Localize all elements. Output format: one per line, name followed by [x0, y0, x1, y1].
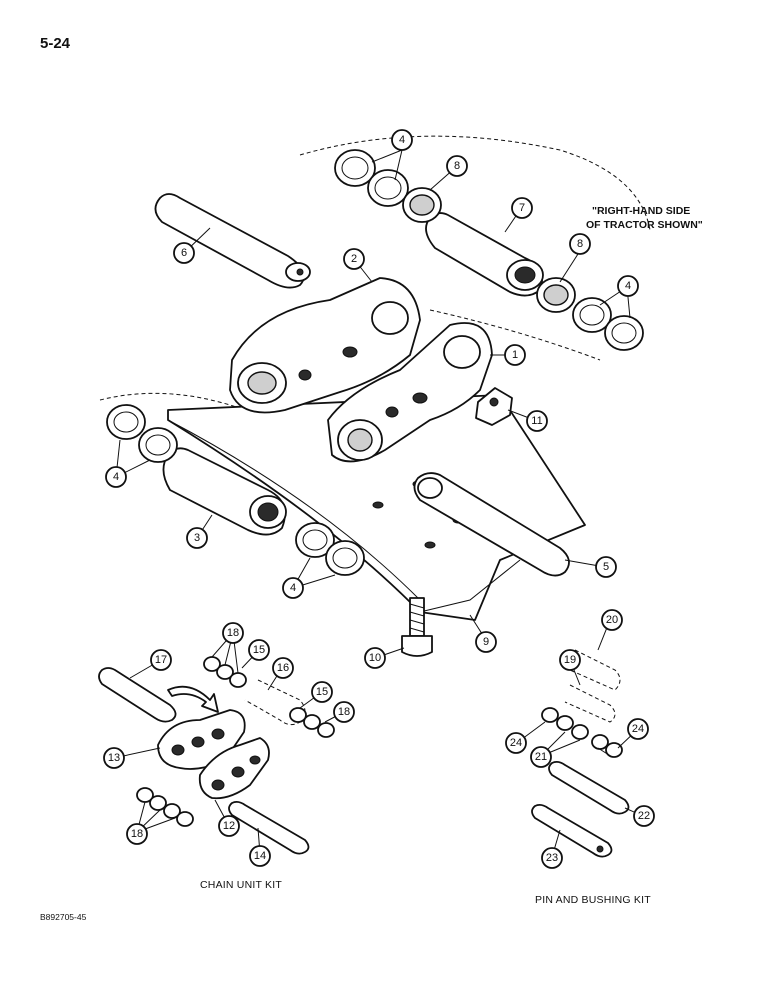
svg-text:19: 19	[564, 654, 576, 666]
svg-text:15: 15	[316, 686, 328, 698]
callout-15-upper: 15	[248, 639, 270, 661]
callout-2: 2	[343, 248, 365, 270]
svg-text:16: 16	[277, 662, 289, 674]
callout-22: 22	[633, 805, 655, 827]
kit-seals-right	[289, 707, 335, 738]
svg-text:17: 17	[155, 654, 167, 666]
callout-5: 5	[595, 556, 617, 578]
seal-ring-set-right	[536, 277, 644, 351]
callout-18-upper: 18	[222, 622, 244, 644]
nut-11	[475, 387, 513, 426]
svg-text:4: 4	[399, 134, 405, 146]
callout-9: 9	[475, 631, 497, 653]
kit-pin-17	[98, 667, 177, 723]
svg-text:11: 11	[531, 415, 542, 427]
callout-4-right: 4	[617, 275, 639, 297]
callout-7: 7	[511, 197, 533, 219]
callout-16: 16	[272, 657, 294, 679]
kit-link-12	[198, 737, 270, 800]
callout-1: 1	[504, 344, 526, 366]
callout-bubbles: 4 8 7 8 4 6 2 1 11 4 3 4 5 9 10 20 19 17…	[103, 129, 655, 869]
svg-text:8: 8	[454, 160, 460, 172]
kit-pin-14	[228, 800, 310, 855]
callout-24-left: 24	[505, 732, 527, 754]
assembly-arrow	[167, 685, 219, 713]
kit-seals-upper	[203, 656, 247, 688]
callout-3: 3	[186, 527, 208, 549]
callout-6: 6	[173, 242, 195, 264]
svg-text:10: 10	[369, 652, 381, 664]
svg-text:18: 18	[338, 706, 350, 718]
callout-14: 14	[249, 845, 271, 867]
callout-15-right: 15	[311, 681, 333, 703]
svg-text:4: 4	[625, 280, 631, 292]
svg-text:5: 5	[603, 561, 609, 573]
track-pin-5	[413, 472, 570, 577]
svg-text:4: 4	[290, 582, 296, 594]
callout-18-right: 18	[333, 701, 355, 723]
kit-seals-21-24	[541, 707, 623, 758]
track-pin-6	[154, 193, 311, 289]
svg-text:13: 13	[108, 752, 120, 764]
callout-8-top: 8	[446, 155, 468, 177]
svg-text:6: 6	[181, 247, 187, 259]
svg-text:2: 2	[351, 253, 357, 265]
svg-text:22: 22	[638, 810, 650, 822]
callout-10: 10	[364, 647, 386, 669]
kit-bushing-20-outline	[569, 649, 621, 691]
track-link-2	[229, 277, 421, 414]
callout-17: 17	[150, 649, 172, 671]
chain-unit-kit-caption: CHAIN UNIT KIT	[200, 879, 282, 891]
callout-18-lower: 18	[126, 823, 148, 845]
svg-text:18: 18	[131, 828, 143, 840]
svg-text:23: 23	[546, 852, 558, 864]
svg-text:12: 12	[223, 820, 235, 832]
svg-text:24: 24	[632, 723, 644, 735]
callout-4-top: 4	[391, 129, 413, 151]
note-line-2: OF TRACTOR SHOWN"	[586, 219, 703, 231]
bolt-10	[401, 597, 433, 657]
kit-bushing-19-outline	[564, 684, 616, 723]
callout-4-left: 4	[105, 466, 127, 488]
page-number: 5-24	[40, 35, 71, 52]
seal-ring-set-left	[106, 404, 178, 463]
assembly-outline-upper	[299, 135, 651, 231]
kit-seals-lower	[136, 787, 194, 827]
drawing-code: B892705-45	[40, 912, 87, 922]
svg-text:8: 8	[577, 238, 583, 250]
svg-text:14: 14	[254, 850, 266, 862]
callout-23: 23	[541, 847, 563, 869]
svg-text:3: 3	[194, 532, 200, 544]
callout-20: 20	[601, 609, 623, 631]
seal-ring-set-upper-left	[334, 149, 442, 223]
svg-text:20: 20	[606, 614, 618, 626]
kit-pin-23	[531, 803, 613, 858]
svg-text:18: 18	[227, 627, 239, 639]
callout-12: 12	[218, 815, 240, 837]
callout-8-right: 8	[569, 233, 591, 255]
track-link-1	[327, 322, 493, 463]
seal-ring-set-lower	[295, 522, 365, 576]
callout-13: 13	[103, 747, 125, 769]
callout-24-right: 24	[627, 718, 649, 740]
note-line-1: "RIGHT-HAND SIDE	[592, 205, 690, 217]
assembly-outline-right	[429, 309, 601, 361]
svg-text:4: 4	[113, 471, 119, 483]
kit-pin-22	[548, 760, 630, 815]
pin-bushing-kit-caption: PIN AND BUSHING KIT	[535, 894, 651, 906]
callout-19: 19	[559, 649, 581, 671]
callout-11: 11	[526, 410, 548, 432]
svg-text:24: 24	[510, 737, 522, 749]
callout-4-lower: 4	[282, 577, 304, 599]
bushing-7	[425, 212, 544, 297]
svg-text:7: 7	[519, 202, 525, 214]
svg-text:1: 1	[512, 349, 518, 361]
callout-21: 21	[530, 746, 552, 768]
svg-text:15: 15	[253, 644, 265, 656]
svg-text:21: 21	[535, 751, 547, 763]
svg-text:9: 9	[483, 636, 489, 648]
